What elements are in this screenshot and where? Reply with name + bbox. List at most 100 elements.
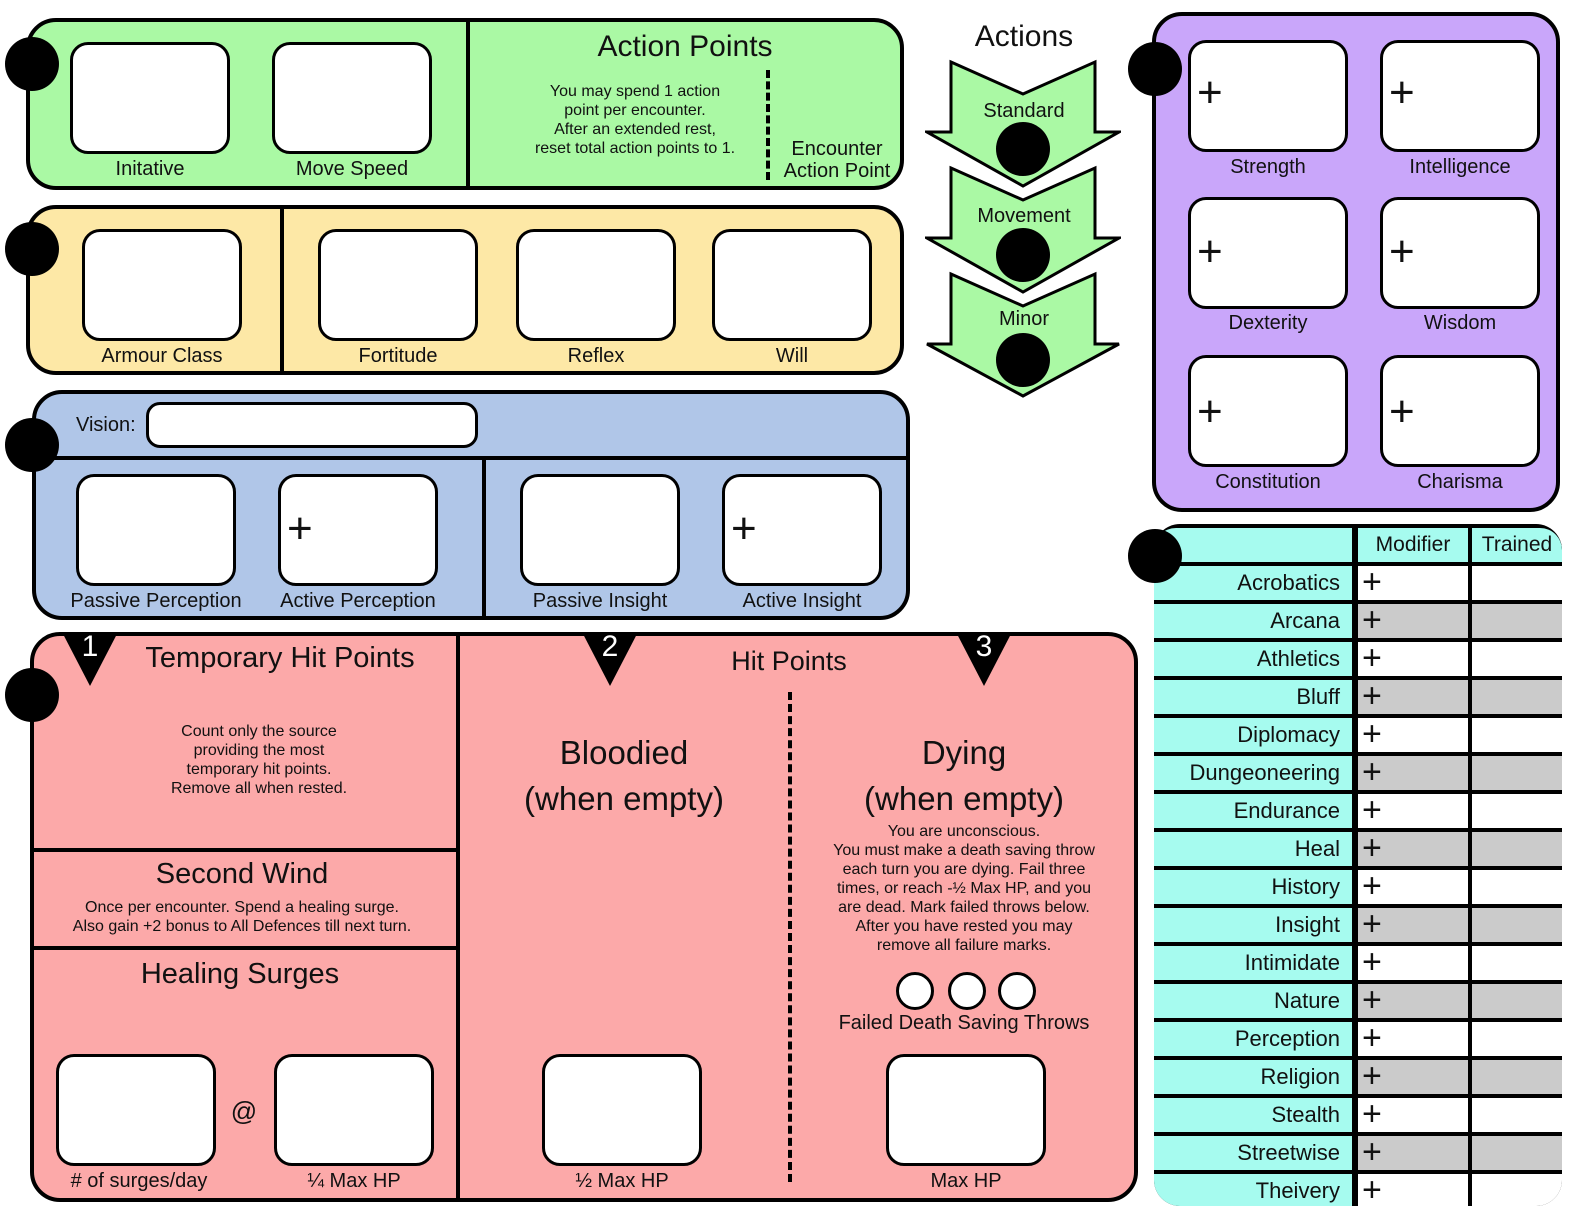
strength-label: Strength	[1230, 156, 1306, 178]
max-hp-field[interactable]	[886, 1054, 1046, 1166]
divider	[34, 848, 456, 852]
skill-trained-field[interactable]	[1472, 604, 1562, 638]
failed-save-checkbox-1[interactable]	[896, 972, 934, 1010]
skill-trained-field[interactable]	[1472, 1098, 1562, 1132]
fortitude-field[interactable]	[318, 229, 478, 341]
skill-name: Nature	[1154, 984, 1352, 1018]
skill-modifier-field[interactable]: +	[1358, 753, 1468, 791]
skill-modifier-field[interactable]: +	[1358, 791, 1468, 829]
reflex-field[interactable]	[516, 229, 676, 341]
skills-table: Modifier Trained Acrobatics+Arcana+Athle…	[1154, 524, 1562, 1206]
skill-trained-field[interactable]	[1472, 1174, 1562, 1206]
skill-name: Heal	[1154, 832, 1352, 866]
plus-icon: +	[1362, 791, 1382, 829]
temp-hp-description: Count only the source providing the most…	[170, 723, 348, 797]
panel-marker-dot	[1128, 529, 1182, 583]
skill-name: Stealth	[1154, 1098, 1352, 1132]
skill-modifier-field[interactable]: +	[1358, 1057, 1468, 1095]
skill-modifier-field[interactable]: +	[1358, 1171, 1468, 1206]
plus-icon: +	[1362, 1095, 1382, 1133]
skill-trained-field[interactable]	[1472, 1136, 1562, 1170]
skill-modifier-field[interactable]: +	[1358, 943, 1468, 981]
constitution-label: Constitution	[1215, 471, 1321, 493]
charisma-field[interactable]: +	[1380, 355, 1540, 467]
dexterity-field[interactable]: +	[1188, 197, 1348, 309]
action-points-title: Action Points	[597, 30, 773, 63]
initiative-field[interactable]	[70, 42, 230, 154]
failed-save-checkbox-2[interactable]	[948, 972, 986, 1010]
skill-trained-field[interactable]	[1472, 566, 1562, 600]
skill-name: Diplomacy	[1154, 718, 1352, 752]
skill-modifier-field[interactable]: +	[1358, 563, 1468, 601]
abilities-panel: + Strength + Intelligence + Dexterity + …	[1152, 12, 1560, 512]
armour-class-field[interactable]	[82, 229, 242, 341]
active-insight-field[interactable]: +	[722, 474, 882, 586]
vision-label: Vision:	[76, 414, 136, 436]
skill-row: Theivery+	[1154, 1171, 1562, 1206]
strength-field[interactable]: +	[1188, 40, 1348, 152]
surges-per-day-field[interactable]	[56, 1054, 216, 1166]
panel-marker-dot	[5, 37, 59, 91]
skill-row: Nature+	[1154, 981, 1562, 1019]
divider	[280, 209, 284, 371]
passive-insight-field[interactable]	[520, 474, 680, 586]
dexterity-label: Dexterity	[1228, 312, 1308, 334]
skill-trained-field[interactable]	[1472, 642, 1562, 676]
skill-trained-field[interactable]	[1472, 680, 1562, 714]
skill-name: Insight	[1154, 908, 1352, 942]
skill-modifier-field[interactable]: +	[1358, 715, 1468, 753]
skill-modifier-field[interactable]: +	[1358, 601, 1468, 639]
skill-modifier-field[interactable]: +	[1358, 981, 1468, 1019]
skill-modifier-field[interactable]: +	[1358, 1019, 1468, 1057]
active-perception-field[interactable]: +	[278, 474, 438, 586]
bloodied-title: Bloodied (when empty)	[524, 734, 724, 817]
skill-trained-field[interactable]	[1472, 794, 1562, 828]
will-field[interactable]	[712, 229, 872, 341]
divider	[34, 946, 456, 950]
header-blank	[1154, 528, 1352, 562]
temp-hp-title: Temporary Hit Points	[145, 642, 415, 674]
skill-trained-field[interactable]	[1472, 756, 1562, 790]
constitution-field[interactable]: +	[1188, 355, 1348, 467]
skill-modifier-field[interactable]: +	[1358, 1133, 1468, 1171]
action-standard-marker[interactable]	[996, 122, 1050, 176]
vision-input[interactable]	[146, 402, 478, 448]
action-minor-label: Minor	[998, 308, 1049, 330]
skill-trained-field[interactable]	[1472, 1060, 1562, 1094]
divider	[36, 456, 906, 460]
failed-saves-label: Failed Death Saving Throws	[838, 1012, 1090, 1034]
hit-points-title: Hit Points	[731, 646, 847, 676]
plus-icon: +	[1362, 943, 1382, 981]
skill-trained-field[interactable]	[1472, 870, 1562, 904]
half-max-hp-label: ½ Max HP	[575, 1170, 669, 1192]
move-speed-field[interactable]	[272, 42, 432, 154]
half-max-hp-field[interactable]	[542, 1054, 702, 1166]
skill-modifier-field[interactable]: +	[1358, 867, 1468, 905]
skill-modifier-field[interactable]: +	[1358, 829, 1468, 867]
skill-trained-field[interactable]	[1472, 908, 1562, 942]
action-standard-label: Standard	[983, 100, 1065, 122]
intelligence-label: Intelligence	[1409, 156, 1511, 178]
skill-modifier-field[interactable]: +	[1358, 1095, 1468, 1133]
skill-trained-field[interactable]	[1472, 1022, 1562, 1056]
plus-icon: +	[1362, 753, 1382, 791]
skill-trained-field[interactable]	[1472, 946, 1562, 980]
action-points-description: You may spend 1 action point per encount…	[534, 83, 736, 157]
skill-trained-field[interactable]	[1472, 984, 1562, 1018]
intelligence-field[interactable]: +	[1380, 40, 1540, 152]
action-minor-marker[interactable]	[996, 333, 1050, 387]
skill-trained-field[interactable]	[1472, 718, 1562, 752]
wisdom-field[interactable]: +	[1380, 197, 1540, 309]
failed-save-checkbox-3[interactable]	[998, 972, 1036, 1010]
skill-trained-field[interactable]	[1472, 832, 1562, 866]
skill-modifier-field[interactable]: +	[1358, 905, 1468, 943]
actions-title: Actions	[974, 20, 1074, 53]
skill-row: Streetwise+	[1154, 1133, 1562, 1171]
plus-icon: +	[1389, 227, 1415, 276]
skill-modifier-field[interactable]: +	[1358, 639, 1468, 677]
quarter-max-hp-field[interactable]	[274, 1054, 434, 1166]
charisma-label: Charisma	[1417, 471, 1503, 493]
action-movement-marker[interactable]	[996, 228, 1050, 282]
skill-modifier-field[interactable]: +	[1358, 677, 1468, 715]
passive-perception-field[interactable]	[76, 474, 236, 586]
